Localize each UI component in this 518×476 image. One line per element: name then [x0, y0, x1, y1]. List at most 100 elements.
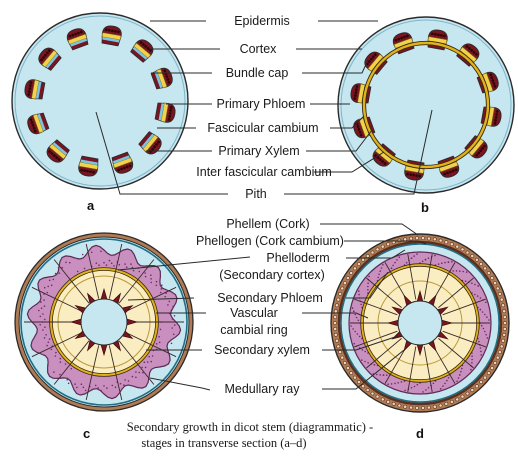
- stem-d-cork-cell: [336, 344, 341, 349]
- stem-a-bundle-2-cambium-band: [132, 46, 148, 60]
- stem-d-cork-cell: [426, 405, 431, 410]
- stem-c-phloem-dot: [80, 383, 83, 386]
- stem-b-bundle-10-vessel: [354, 91, 358, 94]
- stem-a-bundle-6-vessel: [123, 166, 126, 170]
- stem-a-bundle-5-cambium-band: [141, 133, 155, 149]
- stem-a-bundle-10-vessel: [29, 81, 33, 84]
- stem-b-bundle-1-vessel: [431, 32, 434, 36]
- stem-c-phloem-dot: [44, 318, 46, 321]
- stem-c-phloem-dot: [90, 251, 93, 254]
- stem-a-bundle-6-cambium-band: [112, 155, 130, 164]
- stem-c-phloem-dot: [123, 384, 125, 386]
- panel-label-d: d: [416, 426, 424, 441]
- stem-d-cork-cell: [334, 303, 339, 308]
- stem-d-cork-cell: [449, 242, 454, 247]
- stem-d-phloem-dot: [354, 330, 357, 333]
- stem-c-cortex-line: [20, 238, 188, 406]
- stem-d-phloem-dot: [460, 370, 462, 373]
- stem-a-bundle-8-vessel: [52, 154, 56, 157]
- stem-c-phloem-dot: [160, 288, 163, 290]
- stem-a-bundle-6-vessel: [128, 164, 132, 168]
- stem-d-phloem-dot: [367, 289, 369, 291]
- stem-a-bundle-5-vessel: [157, 140, 160, 144]
- stem-d-phloem-dot: [484, 330, 486, 333]
- stem-d-cork-cell: [338, 350, 343, 355]
- stem-a-cortex-edge: [14, 15, 186, 187]
- stem-c-phloem-dot: [150, 278, 152, 280]
- stem-a-bundle-2-vessel: [146, 47, 150, 50]
- stem-c-phloem-dot: [39, 324, 41, 326]
- stem-c-pith: [80, 298, 128, 346]
- panel-label-c: c: [83, 426, 90, 441]
- stem-a-bundle-6: [111, 151, 134, 174]
- stem-c-phloem-dot: [73, 257, 75, 259]
- stem-a-bundle-11-vessel: [42, 56, 45, 59]
- stem-c-phloem-dot: [173, 324, 176, 326]
- stem-c-phloem-dot: [84, 389, 87, 392]
- stem-d-phloem-dot: [474, 283, 476, 286]
- stem-d-cork-cell: [490, 276, 495, 280]
- stem-d-phloem-dot: [377, 276, 380, 279]
- label-cortex: Cortex: [240, 42, 278, 56]
- stem-b-bundle-5-vessel: [483, 144, 486, 148]
- stem-c-phloem-dot: [52, 278, 55, 281]
- stem-d-cork-cell: [432, 237, 437, 242]
- stem-c-ray: [85, 345, 100, 401]
- stem-b-bundle-7-vessel: [412, 173, 415, 177]
- stem-d-cork-cell: [502, 315, 507, 320]
- stem-c-phloem-dot: [158, 336, 160, 338]
- label-medullary-ray: Medullary ray: [224, 382, 300, 396]
- stem-c-phloem-dot: [94, 384, 97, 387]
- stem-c-phloem-dot: [132, 269, 135, 272]
- stem-c-phloem-dot: [43, 299, 45, 301]
- stem-a-bundle-2-vessel: [149, 48, 152, 52]
- stem-c-phloem-dot: [110, 262, 113, 265]
- stem-a-bundle-3-cambium-band: [154, 71, 163, 89]
- stem-a-bundle-5-vessel: [153, 145, 156, 149]
- stem-c-phloem-dot: [66, 379, 68, 381]
- stem-d-phloem-dot: [382, 374, 385, 376]
- label-secondary-xylem: Secondary xylem: [214, 343, 310, 357]
- stem-d-cork-cells: [333, 236, 507, 410]
- stem-b-bundle-5-vessel: [477, 151, 480, 155]
- stem-c-phloem-dot: [59, 357, 62, 360]
- stem-c-phloem-dot: [40, 307, 43, 310]
- stem-c-phloem-dot: [172, 305, 174, 308]
- stem-b-bundle-5-vessel: [479, 149, 482, 153]
- stem-b-bundle-3-vessel: [491, 79, 495, 82]
- stem-c-phloem-dot: [76, 270, 79, 273]
- stem-c-phloem-dot: [150, 360, 152, 363]
- stem-d-phloem-dot: [488, 319, 490, 321]
- stem-d-cork-cell: [438, 403, 443, 408]
- stem-d-cork-cell: [342, 281, 347, 286]
- stem-c-phloem-dot: [106, 387, 108, 389]
- stem-a-bundle-2-vessel: [144, 45, 148, 48]
- stem-c-phloem-dot: [155, 284, 158, 287]
- stem-b-bundle-2-vessel: [475, 52, 478, 56]
- stem-d-phloem-dot: [394, 382, 396, 385]
- stem-c-phloem-dot: [39, 315, 42, 318]
- stem-d-cork-cell: [426, 236, 431, 241]
- caption-line-1: Secondary growth in dicot stem (diagramm…: [127, 420, 373, 434]
- stem-d-phloem-dot: [382, 264, 384, 266]
- stem-c-secondary-growth: [14, 232, 194, 412]
- stem-d-phloem-dot: [444, 382, 446, 385]
- stem-c-phloem-dot: [47, 364, 49, 366]
- stem-d-phloem-dot: [457, 377, 460, 379]
- stem-c-phloem-dot: [53, 371, 55, 373]
- stem-a-bundle-4-vessel: [169, 109, 173, 112]
- stem-a-bundle-2-vessel: [142, 43, 145, 46]
- stem-b-bundle-7-vessel: [415, 174, 418, 178]
- stem-d-phloem-dot: [361, 349, 364, 351]
- stem-c-phloem-dot: [77, 257, 79, 260]
- label-phellem: Phellem (Cork): [226, 217, 309, 231]
- stem-d-phloem-dot: [416, 253, 418, 255]
- stem-d-cork-cell: [386, 242, 391, 247]
- stem-c-phloem-dot: [113, 265, 115, 267]
- label-fascicular-cambium: Fascicular cambium: [207, 121, 318, 135]
- stem-d-cork-cell: [340, 286, 345, 291]
- stem-d-phloem-dot: [351, 307, 354, 309]
- stem-a-bundle-11-vessel: [44, 53, 47, 57]
- stem-a-bundle-7: [78, 155, 99, 177]
- stem-a-bundle-5-vessel: [155, 143, 158, 146]
